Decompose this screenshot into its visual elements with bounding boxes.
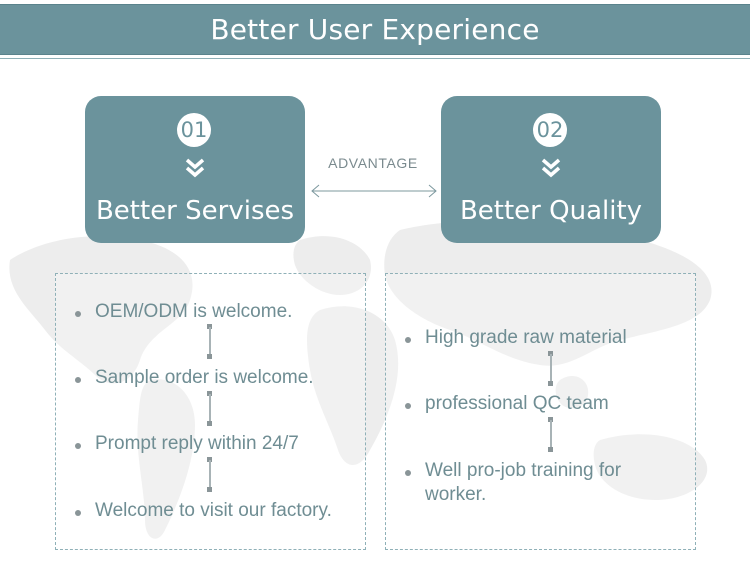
list-item-text: Welcome to visit our factory.	[95, 500, 332, 521]
list-item-text: OEM/ODM is welcome.	[95, 301, 293, 322]
card-number-badge: 01	[177, 113, 211, 147]
chevron-down-icon	[185, 158, 205, 178]
list-item: Well pro-job training for worker.	[386, 459, 695, 511]
list-item-text: Sample order is welcome.	[95, 367, 314, 388]
double-arrow-icon	[311, 184, 437, 198]
list-item-text: Well pro-job training for worker.	[425, 460, 622, 505]
list-item-text: Prompt reply within 24/7	[95, 433, 299, 454]
list-item: High grade raw material	[386, 326, 695, 356]
page-title: Better User Experience	[210, 13, 540, 46]
list-item: OEM/ODM is welcome.	[56, 300, 365, 330]
bullet-dot	[75, 311, 81, 317]
connector-line	[207, 457, 213, 492]
bullet-dot	[75, 443, 81, 449]
connector-line	[548, 417, 554, 452]
list-item: Sample order is welcome.	[56, 366, 365, 396]
card-title: Better Servises	[95, 196, 295, 226]
connector-line	[207, 324, 213, 359]
world-map-background	[9, 220, 712, 539]
header-divider	[0, 58, 750, 59]
card-number-badge: 02	[533, 113, 567, 147]
bullet-dot	[75, 510, 81, 516]
services-panel: OEM/ODM is welcome. Sample order is welc…	[55, 273, 366, 550]
bullet-dot	[405, 470, 411, 476]
advantage-label: ADVANTAGE	[328, 155, 418, 171]
list-item: professional QC team	[386, 392, 695, 422]
chevron-down-icon	[541, 158, 561, 178]
list-item: Prompt reply within 24/7	[56, 432, 365, 462]
card-better-services: 01 Better Servises	[85, 96, 305, 243]
list-item-text: High grade raw material	[425, 327, 627, 348]
list-item-text: professional QC team	[425, 393, 609, 414]
bullet-dot	[75, 377, 81, 383]
bullet-dot	[405, 403, 411, 409]
header-banner: Better User Experience	[0, 4, 750, 55]
card-better-quality: 02 Better Quality	[441, 96, 661, 243]
list-item: Welcome to visit our factory.	[56, 499, 365, 529]
quality-panel: High grade raw material professional QC …	[385, 273, 696, 550]
connector-line	[207, 391, 213, 426]
connector-line	[548, 351, 554, 386]
bullet-dot	[405, 337, 411, 343]
card-title: Better Quality	[459, 196, 643, 226]
